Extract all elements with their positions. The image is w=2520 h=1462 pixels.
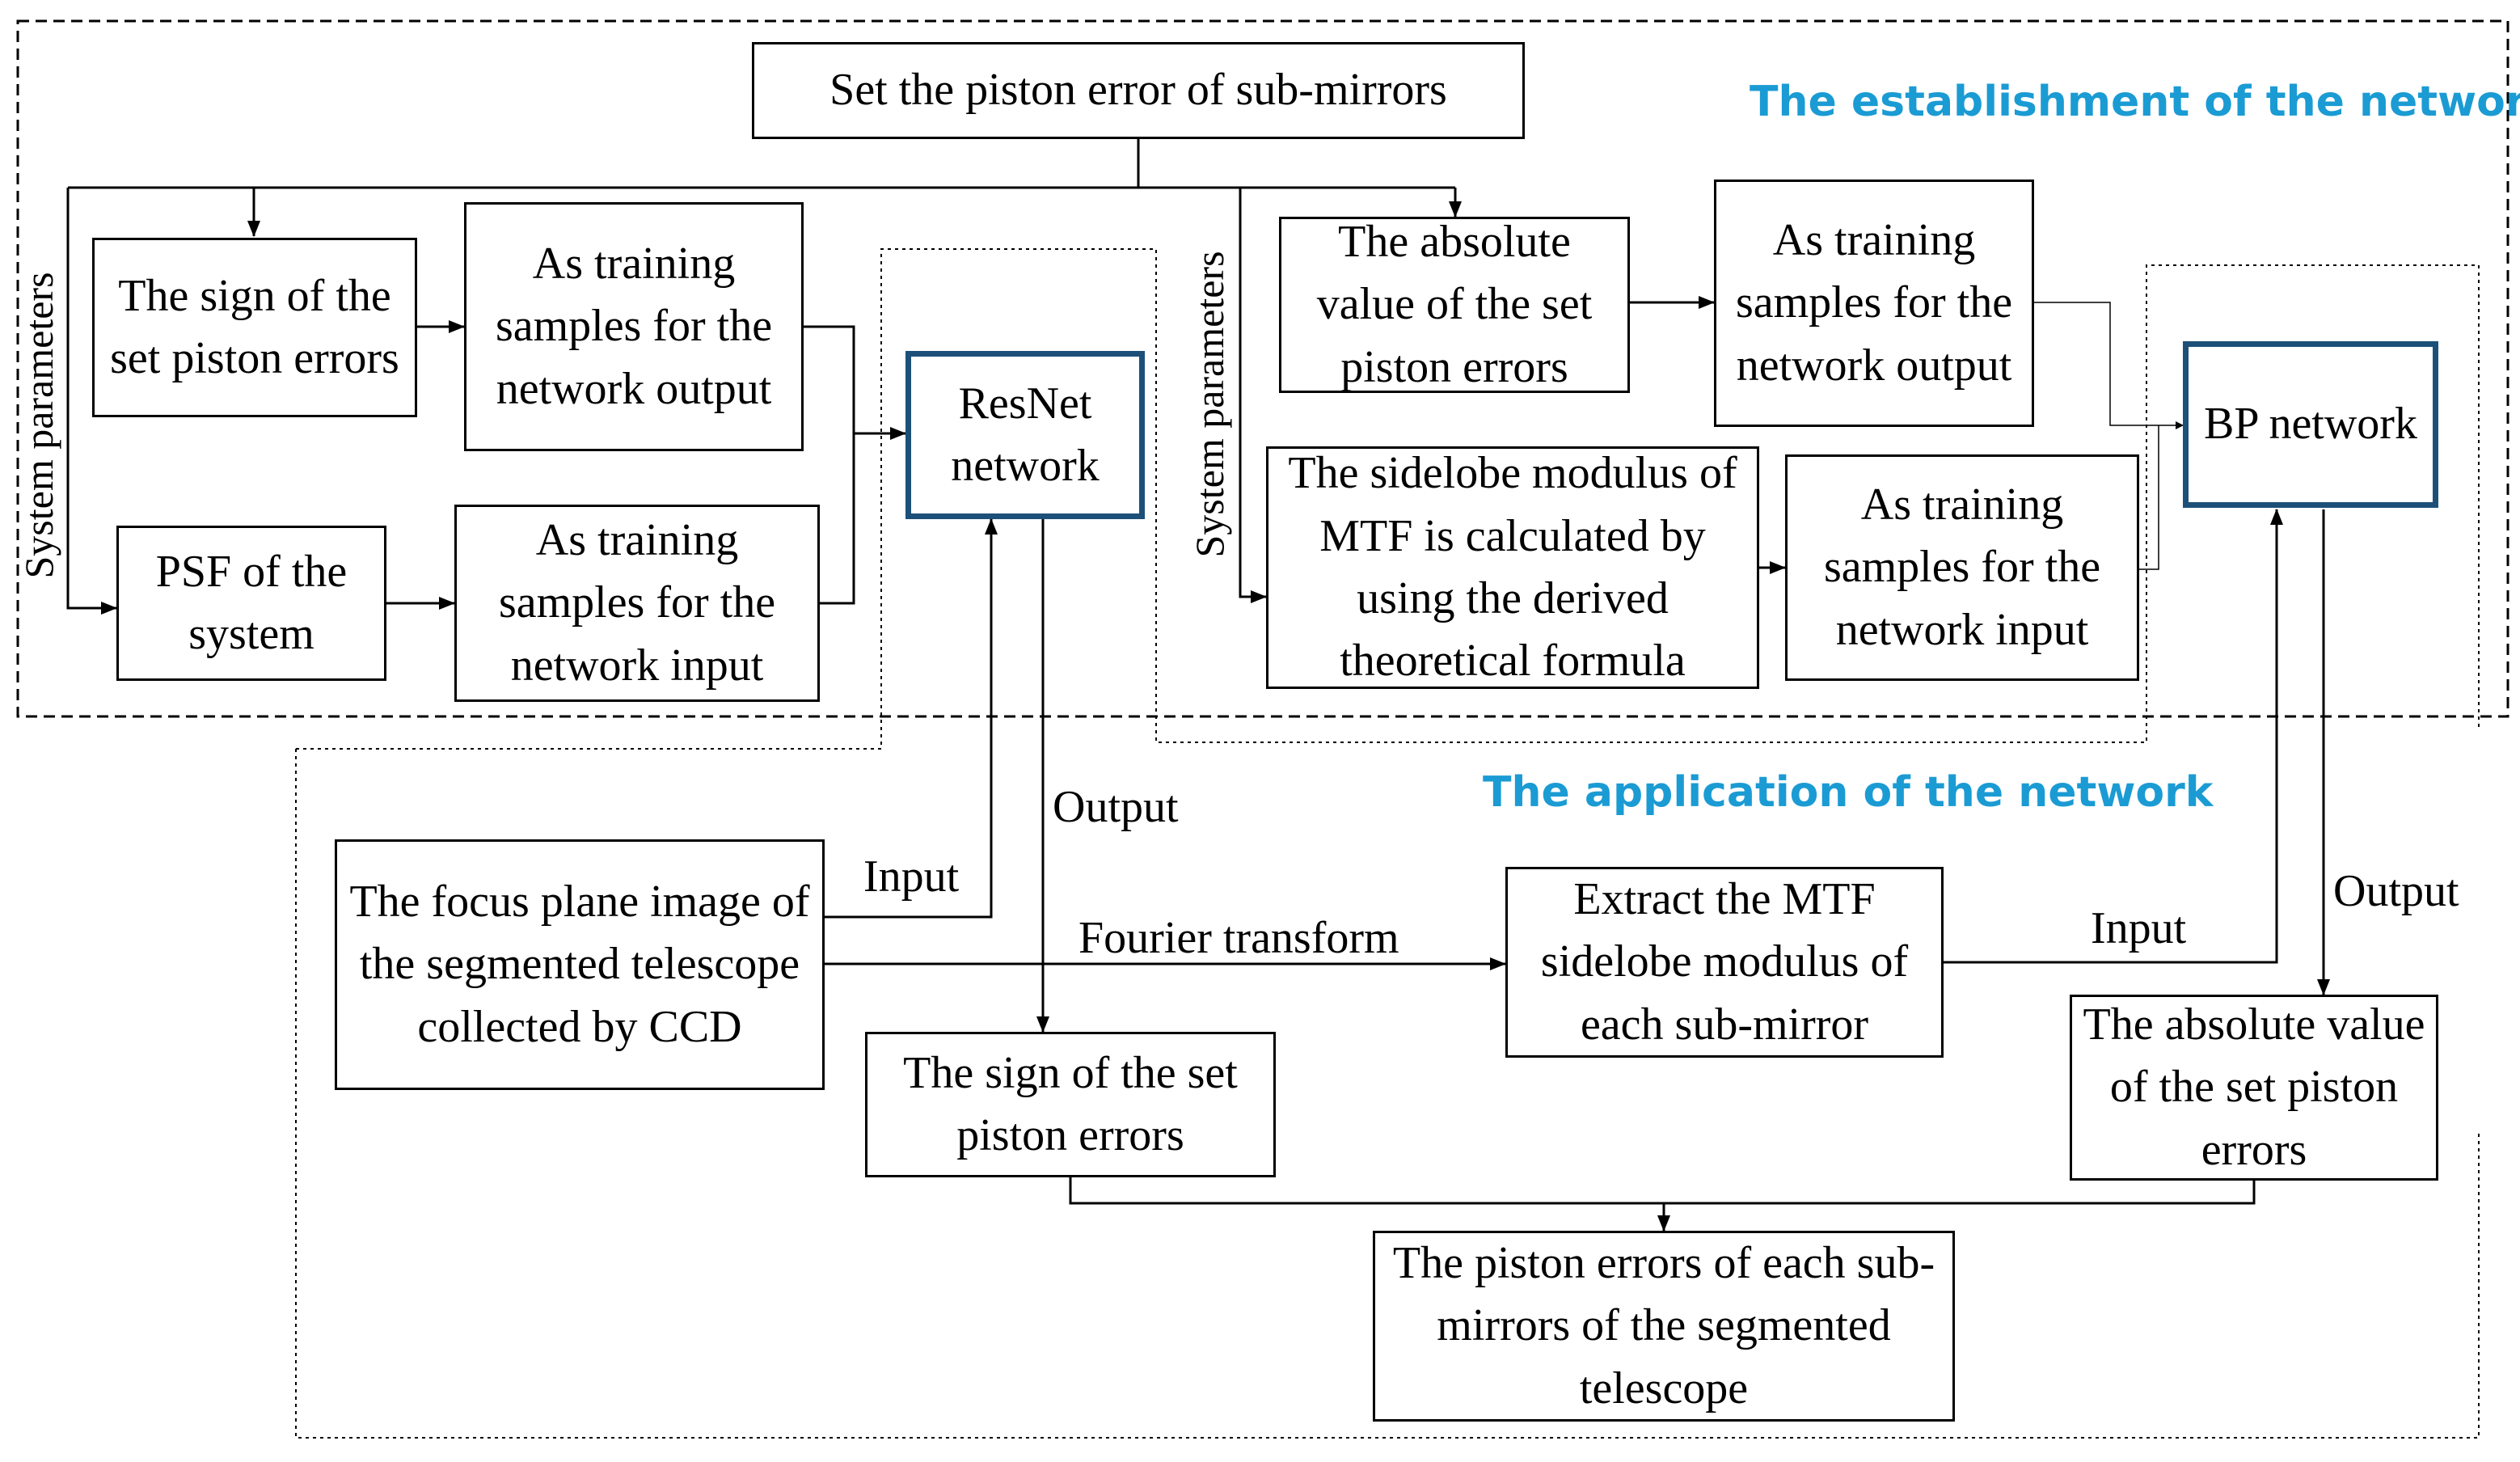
set-piston-box: Set the piston error of sub-mirrors	[752, 42, 1525, 139]
wire-trainin-to-resnet	[820, 433, 855, 605]
sign-out-box: The sign of the set piston errors	[865, 1032, 1276, 1177]
output-bp-label: Output	[2333, 866, 2459, 916]
train-out-left-box: As training samples for the network outp…	[464, 202, 804, 451]
input-bp-label: Input	[2091, 903, 2187, 953]
input-resnet-label: Input	[863, 851, 960, 902]
focus-image-box: The focus plane image of the segmented t…	[335, 839, 825, 1090]
sign-set-box: The sign of the set piston errors	[92, 238, 417, 417]
system-parameters-right-label: System parameters	[1187, 251, 1232, 558]
wire-trainout-to-resnet	[804, 325, 906, 440]
train-out-right-box: As training samples for the network outp…	[1714, 180, 2034, 427]
sidelobe-calc-box: The sidelobe modulus of MTF is calculate…	[1266, 446, 1759, 689]
application-region	[295, 749, 2480, 1439]
wire-right-sys	[1239, 188, 1267, 603]
system-parameters-left-label: System parameters	[16, 272, 61, 579]
wire-focus-input-resnet	[825, 518, 998, 919]
psf-box: PSF of the system	[116, 526, 386, 681]
output-resnet-label: Output	[1053, 782, 1179, 832]
fourier-transform-label: Fourier transform	[1078, 913, 1399, 963]
train-in-left-box: As training samples for the network inpu…	[454, 505, 820, 702]
bp-box: BP network	[2183, 341, 2438, 508]
wire-extract-input-bp	[1944, 509, 2283, 964]
section-title-establishment: The establishment of the network	[1750, 78, 2520, 126]
resnet-box: ResNet network	[905, 351, 1145, 519]
abs-set-box: The absolute value of the set piston err…	[1279, 217, 1630, 393]
abs-out-box: The absolute value of the set piston err…	[2070, 995, 2438, 1181]
final-box: The piston errors of each sub-mirrors of…	[1373, 1231, 1955, 1422]
extract-mtf-box: Extract the MTF sidelobe modulus of each…	[1505, 867, 1944, 1058]
wire-trainout-to-bp	[2034, 302, 2184, 429]
resnet-area-outline	[296, 248, 2480, 750]
section-title-application: The application of the network	[1483, 768, 2214, 817]
train-in-right-box: As training samples for the network inpu…	[1785, 454, 2139, 681]
wire-trainin-to-bp	[2139, 425, 2159, 570]
establishment-region	[16, 19, 2509, 718]
wire-left-sys	[66, 188, 117, 615]
wire-sign-to-merge	[1069, 1177, 2256, 1205]
